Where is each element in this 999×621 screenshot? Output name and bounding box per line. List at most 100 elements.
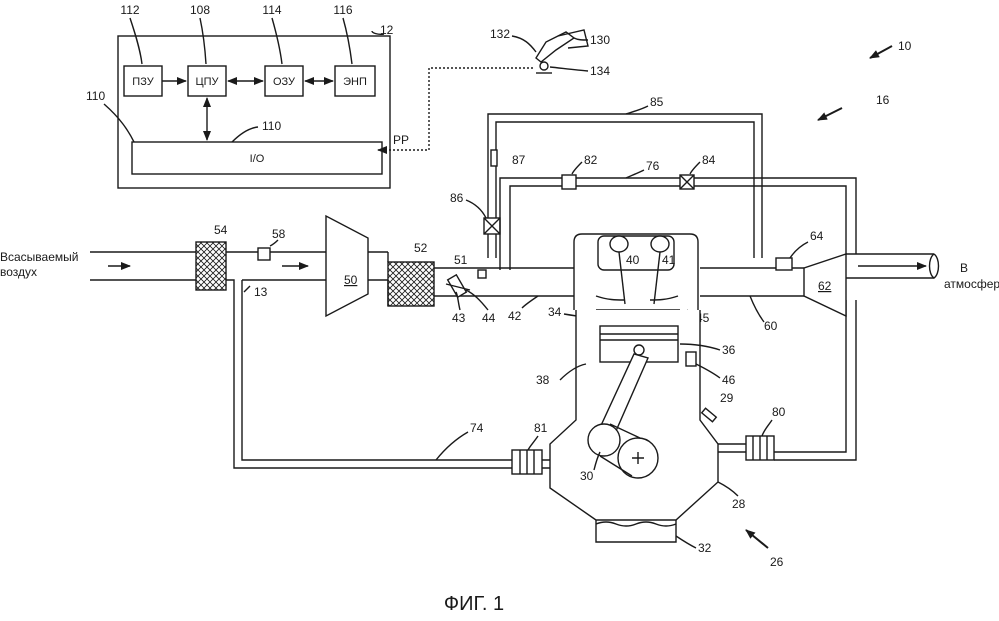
turbine-ref: 62 [818, 279, 832, 293]
cooler-ref: 52 [414, 241, 428, 255]
egr-cooler-b-link [716, 444, 746, 452]
oil-level [596, 522, 676, 526]
kam-leader [343, 18, 352, 64]
exhaust-valve-ref: 41 [662, 253, 676, 267]
foot-icon [536, 32, 574, 62]
egr-sensor-b-ref: 82 [584, 153, 598, 167]
rom-ref: 112 [120, 3, 139, 17]
exhaust-out-label-2: атмосферу [944, 277, 999, 291]
compressor [326, 216, 368, 316]
filter-ref: 54 [214, 223, 228, 237]
boost-sensor-ref: 51 [454, 253, 468, 267]
boost-sensor [478, 270, 486, 278]
charge-air-cooler [388, 262, 434, 306]
cpu-label: ЦПУ [195, 76, 219, 88]
crank-sensor [702, 408, 717, 422]
cpu-leader [200, 18, 206, 64]
figure-caption: ФИГ. 1 [444, 593, 504, 615]
ram-ref: 114 [262, 3, 281, 17]
egr-cooler-b-pipe [774, 300, 856, 460]
crank-pin [588, 424, 620, 456]
egr-line-ref: 74 [470, 421, 484, 435]
ram-leader [272, 18, 282, 64]
egr-cooler-b-leader [762, 420, 772, 436]
pedal-ref: 132 [490, 27, 510, 41]
cpu-ref: 108 [190, 3, 210, 17]
engine-arrow [746, 530, 768, 548]
lp-egr-ref: 76 [646, 159, 660, 173]
intake-passage-ref: 13 [254, 285, 268, 299]
egr-cooler-a-ref: 81 [534, 421, 548, 435]
pedal-sensor-leader [550, 67, 588, 71]
exhaust-system: 64 62 В атмосферу 60 [700, 229, 999, 333]
egr-return-pipe [226, 280, 518, 468]
foot-ref: 130 [590, 33, 610, 47]
chamber-ref: 34 [548, 305, 562, 319]
egr-valve-b-ref: 84 [702, 153, 716, 167]
bus-leader [232, 127, 258, 142]
pp-label: PP [393, 133, 409, 147]
intake-air-label-2: воздух [0, 265, 37, 279]
exhaust-manifold-ref: 60 [764, 319, 778, 333]
piston-ref: 36 [722, 343, 736, 357]
system-arrow [870, 46, 892, 58]
egr-valve-b-leader [690, 162, 700, 174]
intake-sensor [258, 248, 270, 260]
throttle-ref-b: 44 [482, 311, 496, 325]
hp-egr-leader [626, 106, 648, 114]
intake-pipe [226, 252, 326, 280]
sleeve-ref: 46 [722, 373, 736, 387]
throttle-ref-a: 43 [452, 311, 466, 325]
crank-ref: 30 [580, 469, 594, 483]
rom-leader [130, 18, 142, 64]
coolant-sleeve [686, 352, 696, 366]
egr-sensor-a [491, 150, 497, 166]
egr-valve-a-leader [466, 200, 486, 218]
compressor-outlet-pipe [368, 252, 388, 280]
egr-system-ref: 16 [876, 93, 890, 107]
egr-sensor-b [562, 175, 576, 189]
wrist-pin [634, 345, 644, 355]
throttle-leader-b [466, 290, 488, 310]
intake-cam [610, 236, 628, 252]
egr-cooler-b-ref: 80 [772, 405, 786, 419]
intake-sensor-ref: 58 [272, 227, 286, 241]
wall-ref: 38 [536, 373, 550, 387]
block-leader [718, 482, 738, 496]
compressor-ref: 50 [344, 273, 358, 287]
intake-passage-leader [244, 286, 250, 292]
intake-system: Всасываемый воздух 54 58 13 50 52 51 43 … [0, 216, 596, 468]
controller: ПЗУ ЦПУ ОЗУ ЭНП I/O 112 108 114 116 12 1… [86, 3, 533, 188]
egr-sensor-b-leader [572, 162, 582, 174]
egr-sensor-a-ref: 87 [512, 153, 526, 167]
kam-ref: 116 [333, 3, 352, 17]
exhaust-manifold-leader [750, 296, 764, 322]
ram-label: ОЗУ [273, 76, 296, 88]
pedal-sensor-ref: 134 [590, 64, 610, 78]
kam-label: ЭНП [343, 76, 367, 88]
hp-egr-ref: 85 [650, 95, 664, 109]
block-ref: 28 [732, 497, 746, 511]
sump-ref: 32 [698, 541, 712, 555]
pedal-leader [512, 36, 536, 52]
intake-air-label-1: Всасываемый [0, 250, 78, 264]
system-ref: 10 [898, 39, 912, 53]
pedal-assembly: 132 130 134 [490, 27, 610, 78]
exhaust-sensor-leader [790, 242, 808, 258]
exhaust-manifold-pipe [700, 268, 804, 296]
sensor-ref: 29 [720, 391, 734, 405]
exhaust-out-label-1: В [960, 261, 968, 275]
bus-ref: 110 [262, 119, 281, 133]
egr-system-arrow [818, 108, 842, 120]
io-label: I/O [250, 153, 265, 165]
egr-line-leader [436, 432, 468, 460]
exhaust-sensor-ref: 64 [810, 229, 824, 243]
pedal-sensor-icon [540, 62, 548, 70]
air-filter [196, 242, 226, 290]
rom-label: ПЗУ [132, 76, 154, 88]
sump-leader [676, 536, 696, 548]
lp-egr-leader [626, 170, 644, 178]
intake-inlet-pipe [90, 252, 196, 280]
engine-ref: 26 [770, 555, 784, 569]
